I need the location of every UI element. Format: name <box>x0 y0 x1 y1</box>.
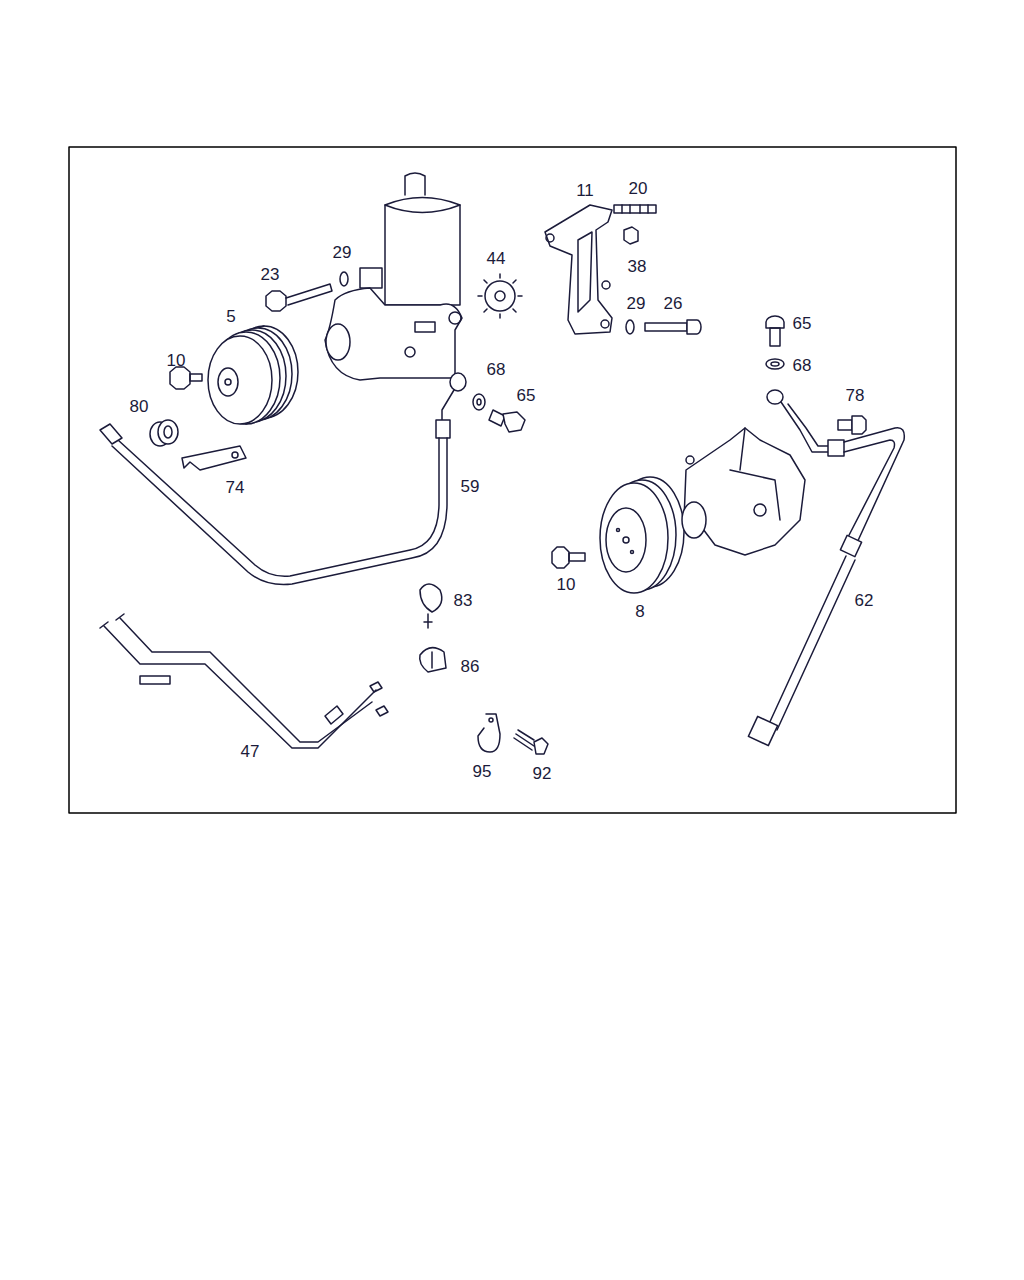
callout-number: 23 <box>261 266 280 283</box>
callout-number: 47 <box>241 743 260 760</box>
nut <box>624 227 638 244</box>
pulley <box>208 326 298 424</box>
callout-number: 65 <box>517 387 536 404</box>
callout-number: 86 <box>461 658 480 675</box>
power-steering-pump <box>682 428 805 555</box>
banjo-bolt <box>766 316 784 369</box>
mounting-bracket <box>545 205 612 334</box>
callout-number: 44 <box>487 250 506 267</box>
callout-number: 20 <box>629 180 648 197</box>
hose <box>100 373 466 585</box>
callout-number: 8 <box>635 603 644 620</box>
power-steering-pump <box>325 173 462 380</box>
gear <box>478 274 522 318</box>
stud <box>614 205 656 213</box>
callout-number: 38 <box>628 258 647 275</box>
callout-number: 5 <box>226 308 235 325</box>
bolt <box>838 416 866 434</box>
bolt <box>170 367 202 389</box>
callout-number: 62 <box>855 592 874 609</box>
callout-number: 92 <box>533 765 552 782</box>
callout-number: 11 <box>576 182 594 199</box>
return-pipe <box>100 614 388 748</box>
grommet <box>150 420 178 446</box>
pulley <box>600 477 684 593</box>
callout-number: 95 <box>473 763 492 780</box>
bolt <box>552 547 585 568</box>
callout-number: 65 <box>793 315 812 332</box>
callout-number: 68 <box>793 357 812 374</box>
callout-number: 10 <box>557 576 576 593</box>
callout-number: 10 <box>167 352 186 369</box>
callout-number: 29 <box>333 244 352 261</box>
callout-number: 68 <box>487 361 506 378</box>
pressure-hose <box>748 390 904 746</box>
callout-number: 80 <box>130 398 149 415</box>
bolt <box>626 320 701 334</box>
callout-number: 26 <box>664 295 683 312</box>
hose-clip <box>420 584 446 672</box>
callout-number: 74 <box>226 479 245 496</box>
callout-number: 83 <box>454 592 473 609</box>
callout-number: 59 <box>461 478 480 495</box>
frame <box>69 147 956 813</box>
bracket <box>182 446 246 470</box>
callout-number: 78 <box>846 387 865 404</box>
callout-number: 29 <box>627 295 646 312</box>
pipe-clamp <box>478 714 548 754</box>
